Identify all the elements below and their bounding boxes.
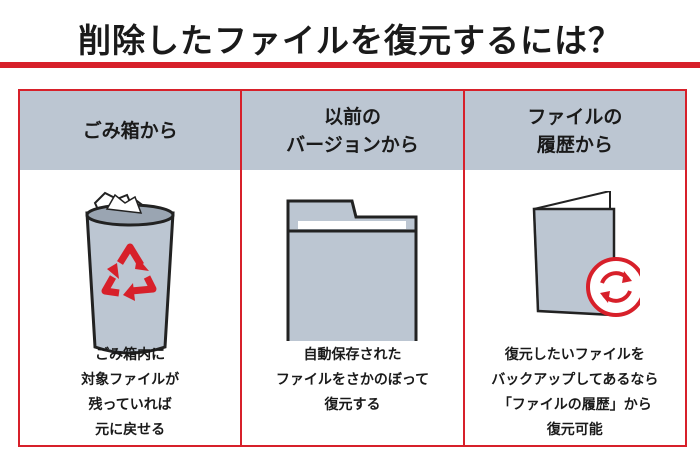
description-line: 復元したいファイルを [504,347,645,363]
description-line: 自動保存された [303,347,402,363]
heading-line: ファイルの [527,105,623,128]
description-line: 復元可能 [546,422,603,438]
file-history-icon [465,191,685,371]
column-recycle-bin: ごみ箱から ごみ箱内に 対象ファイルが 残っていれば 元 [20,91,243,445]
heading-line: バージョンから [286,133,419,156]
folder-icon [242,191,462,371]
heading-line: 履歴から [536,133,613,156]
column-heading: 以前の バージョンから [242,91,463,170]
description-line: バックアップしてあるなら [491,372,659,388]
page-title: 削除したファイルを復元するには？ [78,21,622,60]
description-line: 「ファイルの履歴」から [497,397,652,413]
column-description: 復元したいファイルを バックアップしてあるなら 「ファイルの履歴」から 復元可能 [465,343,685,443]
column-file-history: ファイルの 履歴から 復元したいファイルを バックアップしてあるなら 「ファイル… [464,91,685,445]
comparison-table: ごみ箱から ごみ箱内に 対象ファイルが 残っていれば 元 [18,89,687,447]
column-description: ごみ箱内に 対象ファイルが 残っていれば 元に戻せる [20,343,240,443]
heading-line: ごみ箱から [82,119,178,142]
description-line: 元に戻せる [95,422,166,438]
trash-recycle-icon [20,191,240,371]
description-line: 対象ファイルが [81,372,180,388]
description-line: 復元する [324,397,381,413]
column-description: 自動保存された ファイルをさかのぼって 復元する [242,343,462,418]
column-heading: ファイルの 履歴から [464,91,685,170]
description-line: 残っていれば [88,397,172,413]
column-heading: ごみ箱から [20,91,241,170]
title-underline [0,62,700,68]
heading-line: 以前の [323,105,381,128]
description-line: ファイルをさかのぼって [275,372,430,388]
description-line: ごみ箱内に [95,347,166,363]
column-previous-version: 以前の バージョンから 自動保存された ファイルをさかのぼって 復元する [242,91,465,445]
